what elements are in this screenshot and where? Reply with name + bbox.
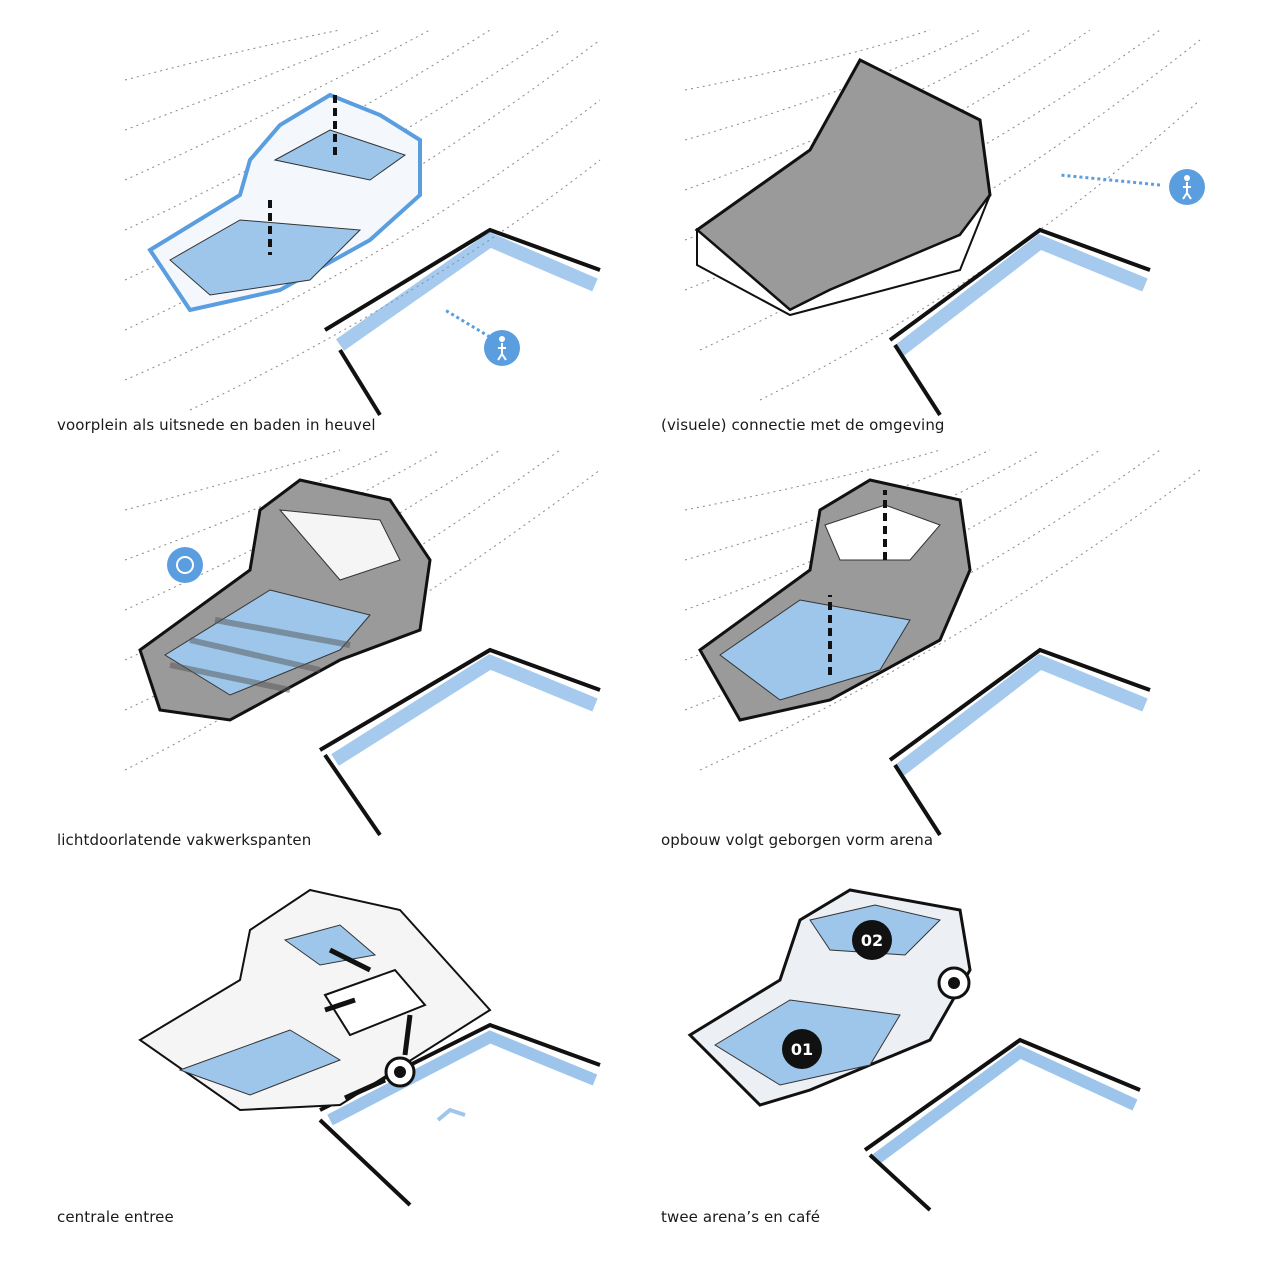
direction-arrow-icon [436, 1107, 466, 1122]
diagram-visual-connection [684, 29, 1205, 417]
caption-3: lichtdoorlatende vakwerkspanten [57, 831, 312, 849]
caption-2: (visuele) connectie met de omgeving [661, 416, 945, 434]
plan-volume [138, 888, 492, 1112]
pedestrian-icon [1169, 169, 1205, 205]
caption-5: centrale entree [57, 1208, 174, 1226]
diagram-arena-form [684, 449, 1201, 837]
down-arrows [268, 95, 337, 255]
caption-1: voorplein als uitsnede en baden in heuve… [57, 416, 376, 434]
direction-arrows [324, 947, 413, 1101]
diagram-central-entrance [138, 888, 601, 1207]
sun-icon [167, 547, 203, 583]
building-mass [138, 478, 432, 722]
view-arrow [1059, 173, 1161, 187]
entrance-ring-icon [384, 1056, 416, 1088]
caption-4: opbouw volgt geborgen vorm arena [661, 831, 934, 849]
arena-label-02: 02 [852, 920, 892, 960]
panel-1: voorplein als uitsnede en baden in heuve… [40, 20, 640, 434]
up-arrows [828, 490, 887, 675]
roof-mass [694, 58, 992, 317]
diagram-two-arenas: 01 02 [687, 888, 1141, 1212]
pool-large [178, 1029, 342, 1096]
approach-arrow [444, 308, 496, 342]
cafe-box [323, 968, 427, 1037]
caption-6: twee arena’s en café [661, 1208, 821, 1226]
arena-label-02-text: 02 [861, 931, 883, 950]
diagram-hill-cutout [124, 29, 601, 417]
contour-lines [124, 449, 601, 771]
pool-small [283, 924, 377, 966]
diagram-trusses [124, 449, 601, 837]
building-mass [698, 478, 972, 722]
road [318, 647, 601, 837]
road [888, 227, 1151, 417]
road [863, 1037, 1141, 1212]
panel-4: opbouw volgt geborgen vorm arena [640, 440, 1240, 849]
panel-3: lichtdoorlatende vakwerkspanten [40, 440, 640, 849]
arena-label-01-text: 01 [791, 1040, 813, 1059]
road [323, 227, 601, 417]
panel-2: (visuele) connectie met de omgeving [640, 20, 1240, 434]
building-outline [687, 888, 972, 1107]
building-mass [147, 92, 422, 313]
arena-label-01: 01 [782, 1029, 822, 1069]
road [888, 647, 1151, 837]
panel-5: centrale entree [40, 830, 640, 1230]
entrance-ring-icon [937, 966, 971, 1000]
panel-6: 01 02 twee arena’s en café [640, 830, 1240, 1230]
